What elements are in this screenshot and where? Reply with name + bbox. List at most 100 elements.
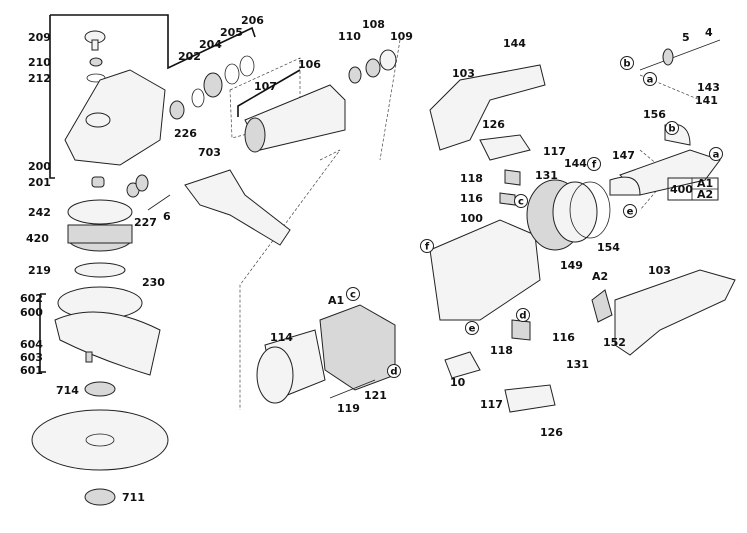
part-label-108: 108 [362,18,385,31]
stator [319,304,396,391]
armature-bracket [237,69,301,117]
connection-ref-a: a [709,147,723,161]
part-label-118: 118 [490,344,513,357]
housing-rings [526,179,611,251]
assembly-number: 400 [670,183,693,196]
connection-ref-c: c [346,287,360,301]
part-label-144: 144 [564,157,587,170]
connection-ref-f: f [420,239,434,253]
connection-ref-e: e [623,204,637,218]
part-label-106: 106 [298,58,321,71]
connection-ref-c: c [514,194,528,208]
part-label-109: 109 [390,30,413,43]
connection-ref-letter: e [469,324,476,335]
part-label-226: 226 [174,127,197,140]
connection-ref-circle [514,194,528,208]
part-label-110: 110 [338,30,361,43]
part-label-154: 154 [597,241,620,254]
part-label-116: 116 [552,331,575,344]
part-label-141: 141 [695,94,718,107]
part-label-117: 117 [480,398,503,411]
part-label-100: 100 [460,212,483,225]
connection-ref-circle [643,72,657,86]
connection-ref-e: e [465,321,479,335]
part-label-A2: A2 [592,270,608,283]
part-label-107: 107 [254,80,277,93]
part-label-703: 703 [198,146,221,159]
part-labels: 2092102122002012424202192306026006046036… [20,14,720,504]
part-label-149: 149 [560,259,583,272]
part-label-230: 230 [142,276,165,289]
connection-ref-circle [420,239,434,253]
part-label-205: 205 [220,26,243,39]
connection-ref-circle [665,121,679,135]
part-label-126: 126 [540,426,563,439]
part-label-210: 210 [28,56,51,69]
connection-ref-letter: c [350,290,356,301]
handle-top [429,64,546,151]
part-label-604: 604 [20,338,43,351]
connection-ref-letter: a [647,75,654,86]
connection-ref-b: b [665,121,679,135]
part-label-156: 156 [643,108,666,121]
part-label-126: 126 [482,118,505,131]
connection-ref-letter: d [390,367,397,378]
motor-housing [429,219,541,321]
power-cord [639,39,721,71]
part-label-201: 201 [28,176,51,189]
connection-ref-letter: d [519,311,526,322]
cover-plate [479,134,531,161]
part-label-204: 204 [199,38,222,51]
part-label-121: 121 [364,389,387,402]
part-label-714: 714 [56,384,79,397]
gear-housing [64,69,166,166]
part-label-603: 603 [20,351,43,364]
part-label-118: 118 [460,172,483,185]
part-label-602: 602 [20,292,43,305]
connection-ref-letter: f [592,160,597,171]
part-label-219: 219 [28,264,51,277]
insulation-plate [444,351,481,379]
part-label-A1: A1 [328,294,344,307]
handle-bottom [614,269,736,356]
part-label-119: 119 [337,402,360,415]
cover-plate [504,384,556,413]
assembly-variant-a2: A2 [697,188,713,201]
part-label-600: 600 [20,306,43,319]
part-label-209: 209 [28,31,51,44]
connection-ref-circle [623,204,637,218]
connection-ref-letter: f [425,242,430,253]
part-label-206: 206 [241,14,264,27]
part-label-711: 711 [122,491,145,504]
connection-ref-letter: b [623,59,630,70]
side-handle [184,169,291,246]
part-label-227: 227 [134,216,157,229]
part-label-420: 420 [26,232,49,245]
part-label-202: 202 [178,50,201,63]
connection-ref-d: d [516,308,530,322]
part-label-4: 4 [705,26,713,39]
connection-ref-d: d [387,364,401,378]
gear-head-parts [31,30,169,506]
part-label-144: 144 [503,37,526,50]
grinding-wheel [31,409,169,471]
connection-ref-b: b [620,56,634,70]
bearings-and-washers [126,55,255,211]
connection-ref-letter: b [668,124,675,135]
air-guide [256,329,326,404]
wheel-guard [54,311,161,376]
connection-ref-a: a [643,72,657,86]
armature-bearings [244,49,397,153]
gear-head-bracket [49,14,256,179]
part-label-131: 131 [535,169,558,182]
assembly-400-box: 400 A1 A2 [667,177,719,201]
part-label-242: 242 [28,206,51,219]
guide-lines [229,39,701,410]
switch-lever [591,289,613,323]
part-label-212: 212 [28,72,51,85]
part-label-116: 116 [460,192,483,205]
part-label-5: 5 [682,31,690,44]
part-label-117: 117 [543,145,566,158]
connection-ref-circle [709,147,723,161]
